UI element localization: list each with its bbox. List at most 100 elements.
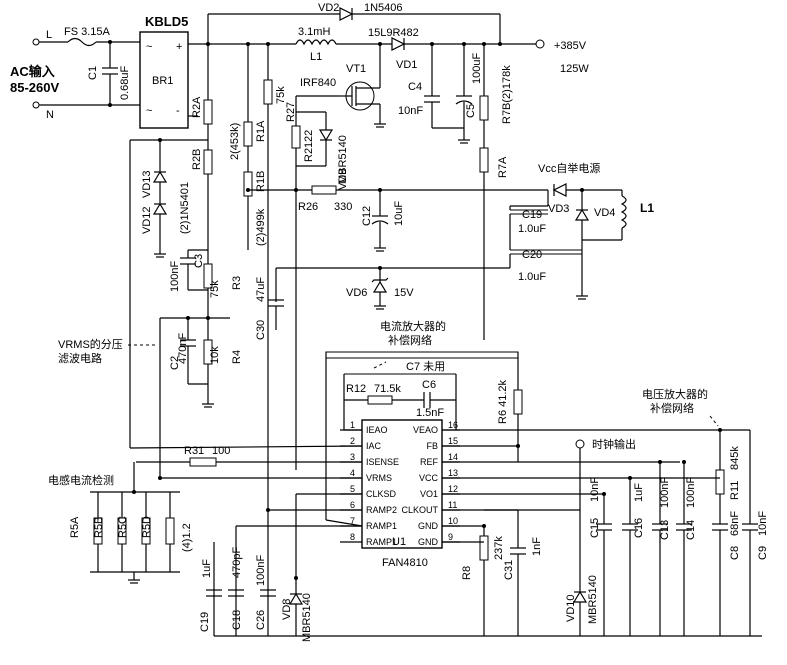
ic-pin-14-number: 14 [448,452,458,462]
ic-pin-12-name: VO1 [420,489,438,499]
vd3-label: VD3 [548,203,569,215]
c13-value: 100nF [659,477,671,508]
c3-label: C3 [193,254,205,268]
vt1-label: VT1 [346,63,366,75]
r8-value: 237k [493,536,505,560]
r2b-label: R2B [191,149,203,170]
ic-pin-5-name: CLKSD [366,489,397,499]
c14-label: C14 [685,520,697,540]
c13-label: C13 [659,520,671,540]
vcc-c20-label: C20 [522,249,542,261]
vd13-label: VD13 [141,170,153,198]
bridge-plus: + [176,41,182,53]
ic-pin-4-number: 4 [350,468,355,478]
c5-value: 100uF [471,53,483,84]
c26-label: C26 [255,610,267,630]
r27-resistor [263,79,273,105]
r31-label: R31 [184,445,204,457]
l1-secondary-label: L1 [640,201,654,215]
ic-pin-16-number: 16 [448,420,458,430]
vd1-label: VD1 [396,59,417,71]
comp-frame [325,351,519,359]
c16-label: C16 [633,518,645,538]
vd4-diode [574,208,590,221]
c4-label: C4 [408,81,422,93]
c8-value: 68nF [729,511,741,536]
ac-input-label: AC输入 [10,64,55,79]
c2-label: C2 [169,356,181,370]
ic-pin-4-name: VRMS [366,473,392,483]
vd2-diode [339,7,354,21]
ic-pin-11-number: 11 [448,500,457,510]
c19-label: C19 [199,612,211,632]
ic-pin-9-name: GND [418,537,439,547]
r5-value: (4)1.2 [181,523,193,552]
ic-pin-15-number: 15 [448,436,458,446]
bridge-rectifier [139,31,189,129]
bridge-ac1: ~ [146,41,152,53]
r27-label: R27 [285,102,297,122]
vd3-diode [552,183,567,197]
ic-name: FAN4810 [382,557,428,569]
bridge-minus: - [176,105,180,117]
voltage-comp2-label: 补偿网络 [650,401,694,415]
r1-value: (2)499k [255,208,267,246]
vcc-c20-value: 1.0uF [518,271,546,283]
ic-pin-2-name: IAC [366,441,382,451]
terminal-l-label: L [46,29,52,41]
ic-pin-11-name: CLKOUT [401,505,438,515]
vcc-c19-label: C19 [522,209,542,221]
r2a-label: R2A [191,96,203,118]
ic-pin-6-number: 6 [350,500,355,510]
output-voltage: +385V [554,40,587,52]
r31-resistor [189,457,217,467]
c3-value: 100nF [169,261,181,292]
sense-label: 电感电流检测 [48,473,114,487]
vd6-zener [372,280,388,293]
r6-label: R6 41.2k [497,379,509,424]
clock-out-terminal [575,439,585,449]
c26-value: 100nF [255,555,267,586]
r7a-resistor [479,147,489,173]
r31-value: 100 [212,445,230,457]
vcc-title: Vcc自举电源 [538,161,600,175]
r12-value: 71.5k [374,383,401,395]
r5a-label: R5A [69,516,81,538]
r7a-label: R7A [497,156,509,178]
terminal-l [32,38,40,46]
r4-value: 10k [209,346,221,364]
vd6-value: 15V [394,287,414,299]
ic-pin-7-name: RAMP1 [366,521,397,531]
r1b-resistor [243,171,253,197]
r21-resistor [291,125,301,149]
current-comp-label: 电流放大器的 [380,319,446,333]
r5b-label: R5B [93,517,105,538]
bridge-ac2: ~ [146,105,152,117]
ic-pin-2-number: 2 [350,436,355,446]
c30-value: 47uF [255,277,267,302]
r6-resistor [513,389,523,415]
vd12-label: VD12 [141,206,153,234]
c18-value: 470pF [231,547,243,578]
c31-value: 1nF [531,537,543,556]
current-comp2-label: 补偿网络 [388,333,432,347]
c2-value: 470nF [177,333,189,364]
vd10-label: VD10 [565,594,577,622]
r3-label: R3 [231,276,243,290]
l1-value: 3.1mH [298,26,330,38]
c9-value: 10nF [757,511,769,536]
r1b-label: R1B [255,171,267,192]
ic-pin-1-name: IEAO [366,425,388,435]
r2a-resistor [203,99,213,125]
vd13-diode [152,170,168,183]
ic-pin-6-name: RAMP2 [366,505,397,515]
r26-label: R26 [298,201,318,213]
r21-value: 22 [303,130,315,142]
vd1-diode [391,37,406,51]
l1-inductor [295,39,337,46]
ic-pin-1-number: 1 [350,420,355,430]
output-terminal [535,39,545,49]
c4-value: 10nF [398,105,423,117]
